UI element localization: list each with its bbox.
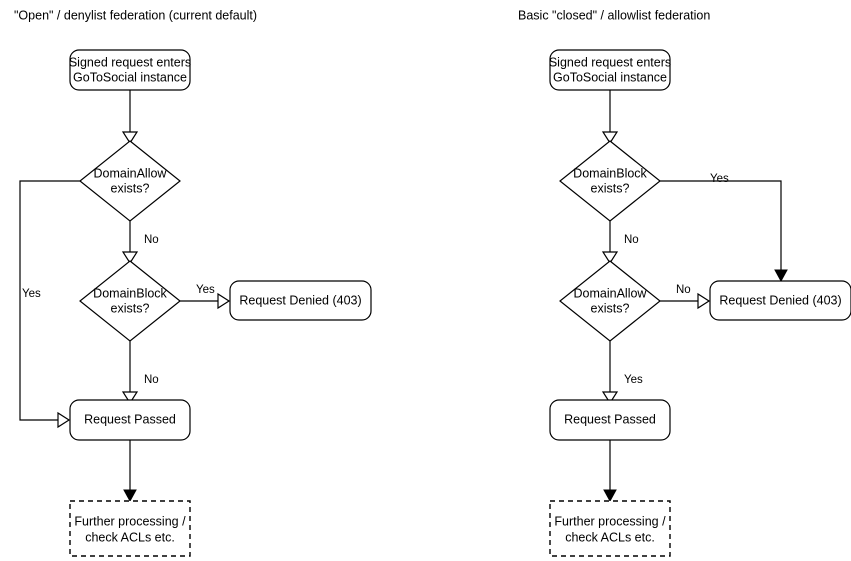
arrowhead-open-icon <box>601 251 619 265</box>
further-box-label-line2: check ACLs etc. <box>85 530 175 544</box>
edge-start-to-domainallow <box>121 90 139 145</box>
edge-line <box>19 180 80 421</box>
decision-label-line2: exists? <box>591 301 630 315</box>
passed-box-label: Request Passed <box>564 412 656 426</box>
panel-title-open-denylist: "Open" / denylist federation (current de… <box>14 8 257 22</box>
panel-title-closed-allowlist: Basic "closed" / allowlist federation <box>518 8 710 22</box>
edge-label-no: No <box>144 374 159 386</box>
edge-label-yes: Yes <box>624 374 643 386</box>
passed-box-label: Request Passed <box>84 412 176 426</box>
panel-open-denylist: "Open" / denylist federation (current de… <box>14 8 372 557</box>
node-decision-domainallow-left: DomainAllow exists? <box>79 140 181 222</box>
edge-domainallow-no-to-domainblock: No <box>121 221 159 265</box>
start-box-label-line2: GoToSocial instance <box>553 70 667 84</box>
decision-label-line1: DomainBlock <box>93 286 167 300</box>
arrowhead-open-icon <box>57 411 71 429</box>
decision-label-line2: exists? <box>111 181 150 195</box>
node-further-processing-right: Further processing / check ACLs etc. <box>549 500 671 557</box>
decision-label-line2: exists? <box>591 181 630 195</box>
further-box-label-line1: Further processing / <box>74 514 186 528</box>
denied-box-shape <box>229 280 372 321</box>
edge-passed-to-further-right <box>603 440 617 503</box>
edge-label-no: No <box>676 284 691 296</box>
panel-closed-allowlist: Basic "closed" / allowlist federation Si… <box>518 8 851 557</box>
node-decision-domainblock-right: DomainBlock exists? <box>559 140 661 222</box>
edge-label-yes: Yes <box>196 284 215 296</box>
edge-domainblock-no-to-domainallow: No <box>601 221 639 265</box>
node-start-left: Signed request enters GoToSocial instanc… <box>69 49 191 91</box>
node-request-denied-left: Request Denied (403) <box>229 280 372 321</box>
edge-line <box>660 180 782 274</box>
decision-label-line2: exists? <box>111 301 150 315</box>
edge-domainblock-no-to-passed: No <box>121 341 159 405</box>
arrowhead-open-icon <box>121 131 139 145</box>
denied-box-label: Request Denied (403) <box>719 293 841 307</box>
edge-label-yes: Yes <box>22 288 41 300</box>
node-request-passed-right: Request Passed <box>549 399 671 441</box>
node-further-processing-left: Further processing / check ACLs etc. <box>69 500 191 557</box>
denied-box-label: Request Denied (403) <box>239 293 361 307</box>
edge-start-to-domainblock <box>601 90 619 145</box>
edge-label-no: No <box>144 234 159 246</box>
arrowhead-open-icon <box>601 131 619 145</box>
arrowhead-filled-icon <box>774 269 788 283</box>
further-box-shape <box>69 500 191 557</box>
edge-label-yes: Yes <box>710 173 729 185</box>
edge-domainblock-yes-to-denied-right: Yes <box>660 173 788 283</box>
edge-domainallow-yes-to-passed: Yes <box>19 180 80 429</box>
decision-label-line1: DomainAllow <box>94 166 168 180</box>
node-request-denied-right: Request Denied (403) <box>709 280 851 321</box>
start-box-label-line1: Signed request enters <box>69 55 191 69</box>
decision-label-line1: DomainAllow <box>574 286 648 300</box>
arrowhead-filled-icon <box>123 489 137 503</box>
edge-label-no: No <box>624 234 639 246</box>
arrowhead-open-icon <box>601 391 619 405</box>
arrowhead-open-icon <box>121 251 139 265</box>
edge-domainallow-yes-to-passed-right: Yes <box>601 341 643 405</box>
node-request-passed-left: Request Passed <box>69 399 191 441</box>
edge-passed-to-further-left <box>123 440 137 503</box>
decision-label-line1: DomainBlock <box>573 166 647 180</box>
arrowhead-open-icon <box>121 391 139 405</box>
further-box-label-line1: Further processing / <box>554 514 666 528</box>
node-decision-domainblock-left: DomainBlock exists? <box>79 260 181 342</box>
denied-box-shape <box>709 280 851 321</box>
node-start-right: Signed request enters GoToSocial instanc… <box>549 49 671 91</box>
arrowhead-open-icon <box>217 292 231 310</box>
further-box-label-line2: check ACLs etc. <box>565 530 655 544</box>
arrowhead-filled-icon <box>603 489 617 503</box>
further-box-shape <box>549 500 671 557</box>
start-box-label-line2: GoToSocial instance <box>73 70 187 84</box>
start-box-label-line1: Signed request enters <box>549 55 671 69</box>
node-decision-domainallow-right: DomainAllow exists? <box>559 260 661 342</box>
arrowhead-open-icon <box>697 292 711 310</box>
edge-domainblock-yes-to-denied: Yes <box>180 284 231 310</box>
edge-domainallow-no-to-denied-right: No <box>660 284 711 310</box>
